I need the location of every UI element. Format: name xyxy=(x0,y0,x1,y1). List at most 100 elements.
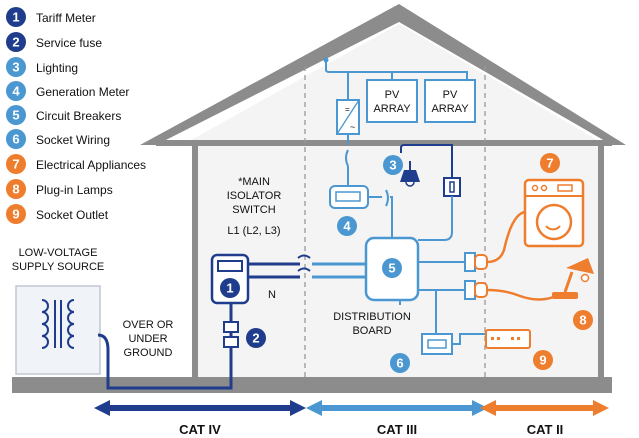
cat-iii-arrow xyxy=(306,400,488,416)
lighting-wire xyxy=(400,144,453,178)
badge-7-number: 7 xyxy=(546,156,553,171)
wall-socket-lower xyxy=(464,280,476,300)
legend-badge-5 xyxy=(6,105,26,125)
legend-badge-6 xyxy=(6,129,26,149)
service-fuse-upper xyxy=(223,321,239,333)
legend-item-1: 1 Tariff Meter xyxy=(6,7,96,27)
legend-label-plug-in-lamps: Plug-in Lamps xyxy=(36,183,113,197)
badge-6 xyxy=(390,353,410,373)
legend-label-service-fuse: Service fuse xyxy=(36,36,102,50)
badge-8 xyxy=(573,310,593,330)
lamp-plug xyxy=(474,282,488,298)
washing-machine: 7 xyxy=(523,153,585,248)
ceiling-line xyxy=(156,140,612,146)
isolator-switch xyxy=(297,254,311,272)
legend-label-generation-meter: Generation Meter xyxy=(36,85,129,99)
socket-wiring: 6 xyxy=(390,333,453,373)
neutral-label: N xyxy=(268,289,276,301)
legend-item-9: 9 Socket Outlet xyxy=(6,204,109,224)
cat-ii-arrow xyxy=(480,400,609,416)
cat-iv-arrow xyxy=(94,400,306,416)
supply-label-line2: SUPPLY SOURCE xyxy=(12,261,105,273)
pv-wiring xyxy=(325,62,468,186)
distribution-board: 5 DISTRIBUTION BOARD xyxy=(333,236,420,337)
lamp-cord-plug xyxy=(486,288,557,301)
main-isolator-label-line1: *MAIN xyxy=(238,176,270,188)
pv-terminal xyxy=(323,57,329,63)
legend-label-socket-outlet: Socket Outlet xyxy=(36,208,109,222)
badge-5-number: 5 xyxy=(388,261,395,276)
socket-outlet-plate xyxy=(485,329,531,349)
left-wall-edge xyxy=(192,145,198,377)
legend-item-8: 8 Plug-in Lamps xyxy=(6,179,113,199)
pv-array-1: PV ARRAY xyxy=(366,79,418,123)
legend-item-6: 6 Socket Wiring xyxy=(6,129,110,149)
main-isolator-label-line3: SWITCH xyxy=(232,204,275,216)
badge-2 xyxy=(246,328,266,348)
legend-badge-3 xyxy=(6,57,26,77)
transformer-box xyxy=(15,285,101,375)
legend-number-4: 4 xyxy=(12,84,20,99)
lighting: 3 xyxy=(383,144,461,197)
category-arrows: CAT IV CAT III CAT II xyxy=(94,400,609,437)
badge-3-number: 3 xyxy=(389,158,396,173)
service-fuse-lower xyxy=(223,336,239,348)
right-wall-edge xyxy=(598,145,604,377)
wall-socket-upper xyxy=(464,252,476,272)
legend-number-6: 6 xyxy=(12,132,19,147)
badge-1 xyxy=(220,278,240,298)
socket-wiring-face xyxy=(427,339,447,349)
pv-array-1-box xyxy=(366,79,418,123)
generation-meter: 4 xyxy=(329,185,369,236)
badge-9-number: 9 xyxy=(539,353,546,368)
legend-item-3: 3 Lighting xyxy=(6,57,78,77)
legend-label-socket-wiring: Socket Wiring xyxy=(36,133,110,147)
pv-array-1-label-line1: PV xyxy=(385,89,400,101)
washing-machine-door xyxy=(535,203,573,241)
legend-item-5: 5 Circuit Breakers xyxy=(6,105,121,125)
appliance-cord xyxy=(486,210,526,264)
legend-number-8: 8 xyxy=(12,182,19,197)
legend-badge-9 xyxy=(6,204,26,224)
legend-number-5: 5 xyxy=(12,108,19,123)
ground-slab xyxy=(12,377,612,393)
service-fuse: 2 xyxy=(223,321,266,348)
over-under-ground-line1: OVER OR xyxy=(123,319,174,331)
generation-meter-wires xyxy=(368,189,393,238)
distribution-board-label-line1: DISTRIBUTION xyxy=(333,311,411,323)
light-switch-rocker xyxy=(449,181,455,193)
inverter-dc-glyph: = xyxy=(345,105,350,114)
legend-badge-1 xyxy=(6,7,26,27)
legend-label-lighting: Lighting xyxy=(36,61,78,75)
tariff-meter-display xyxy=(217,260,243,272)
inverter-ac-glyph: ~ xyxy=(350,122,355,132)
badge-4 xyxy=(337,216,357,236)
badge-4-number: 4 xyxy=(343,219,351,234)
legend: 1 Tariff Meter 2 Service fuse 3 Lighting… xyxy=(6,7,146,224)
pv-array-1-label-line2: ARRAY xyxy=(373,103,411,115)
legend-label-electrical-appliances: Electrical Appliances xyxy=(36,158,146,172)
badge-8-number: 8 xyxy=(579,313,586,328)
pv-array-2-label-line1: PV xyxy=(443,89,458,101)
pv-array-2-label-line2: ARRAY xyxy=(431,103,469,115)
desk-lamp-head xyxy=(566,258,594,274)
plug-in-lamp: 8 xyxy=(486,258,594,330)
legend-item-2: 2 Service fuse xyxy=(6,32,102,52)
badge-1-number: 1 xyxy=(226,281,233,296)
generation-meter-display xyxy=(335,191,361,202)
legend-number-9: 9 xyxy=(12,207,19,222)
cat-ii-label: CAT II xyxy=(527,422,564,437)
lamp-shade xyxy=(400,170,420,182)
badge-3 xyxy=(383,155,403,175)
lighting-circuit-wire xyxy=(418,196,453,241)
legend-badge-7 xyxy=(6,154,26,174)
tariff-meter: 1 xyxy=(210,253,250,305)
legend-item-4: 4 Generation Meter xyxy=(6,81,129,101)
main-isolator-label-line2: ISOLATOR xyxy=(227,190,282,202)
cat-iv-label: CAT IV xyxy=(179,422,221,437)
transformer-icon xyxy=(41,299,75,349)
legend-badge-2 xyxy=(6,32,26,52)
pv-array-2-box xyxy=(424,79,476,123)
